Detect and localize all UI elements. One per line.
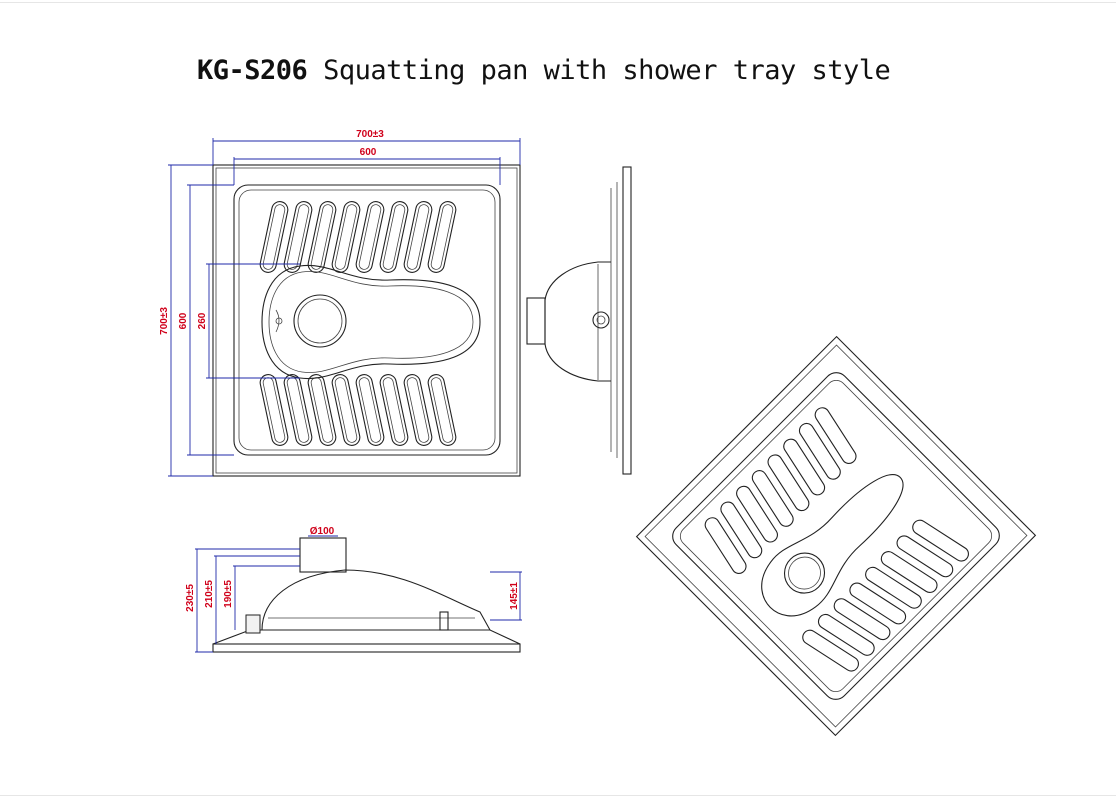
iso-groove <box>849 582 907 625</box>
isometric-view <box>635 335 1037 737</box>
outlet-pipe-section <box>299 537 347 573</box>
inlet-nut <box>245 614 261 634</box>
iso-groove <box>896 535 954 578</box>
pan-basin <box>261 264 481 380</box>
groove <box>379 201 409 273</box>
section-view: Ø100 230±5 210±5 190±5 145±1 <box>185 526 522 653</box>
drain-hole-inner <box>297 298 343 344</box>
iso-groove <box>736 485 778 543</box>
groove <box>283 201 313 273</box>
iso-groove <box>783 438 826 496</box>
groove <box>427 201 457 273</box>
groove-inner <box>358 204 382 270</box>
iso-groove <box>798 422 841 480</box>
top-view: 700±3 600 700±3 600 260 <box>159 129 521 477</box>
iso-groove <box>912 519 969 562</box>
iso-groove <box>751 470 794 527</box>
groove <box>331 374 361 446</box>
bowl-side-profile <box>544 261 611 382</box>
drain-hole <box>293 294 347 348</box>
groove-inner <box>334 204 358 270</box>
drawing-title: KG-S206 Squatting pan with shower tray s… <box>197 55 891 86</box>
iso-groove <box>802 629 859 672</box>
groove-inner <box>430 377 454 443</box>
groove <box>283 374 313 446</box>
iso-groove <box>880 551 938 593</box>
groove <box>379 374 409 446</box>
side-view <box>526 166 632 475</box>
iso-tray-inner <box>644 344 1028 728</box>
grooves-top <box>259 201 457 273</box>
iso-drain-hole-inner <box>788 556 821 590</box>
groove <box>355 374 385 446</box>
model-description: Squatting pan with shower tray style <box>323 55 891 86</box>
iso-groove <box>833 598 891 641</box>
dim-inner-height: 600 <box>178 312 189 329</box>
groove <box>259 201 289 273</box>
tray-base-section <box>212 643 521 653</box>
groove <box>307 374 337 446</box>
rim-section <box>212 629 521 645</box>
inlet-point <box>275 317 283 325</box>
iso-drain-hole <box>783 552 826 594</box>
iso-groove <box>817 613 875 656</box>
groove-inner <box>382 204 406 270</box>
inlet-fitting-inner <box>596 315 606 325</box>
iso-groove <box>767 454 810 512</box>
groove <box>355 201 385 273</box>
dim-rim-height: 145±1 <box>509 582 520 610</box>
iso-pan-rim <box>672 372 1000 700</box>
groove-inner <box>310 204 334 270</box>
groove-inner <box>262 204 286 270</box>
model-code: KG-S206 <box>197 55 308 86</box>
iso-tray-outer <box>635 335 1037 737</box>
tray-outer-edge <box>212 164 521 477</box>
bracket <box>439 611 449 631</box>
groove-inner <box>406 204 430 270</box>
outlet-pipe-side <box>526 297 546 345</box>
dim-outlet-diameter: Ø100 <box>310 526 335 537</box>
dim-overall-height: 700±3 <box>159 307 170 335</box>
flush-inlet <box>275 309 280 333</box>
groove <box>427 374 457 446</box>
pan-rim <box>233 184 501 456</box>
dim-total-height: 230±5 <box>185 584 196 612</box>
tray-edge-side <box>622 166 632 475</box>
groove-inner <box>286 204 310 270</box>
bowl-section <box>261 569 491 631</box>
grooves-bottom <box>259 374 457 446</box>
groove-inner <box>382 377 406 443</box>
dim-overall-width: 700±3 <box>356 129 384 140</box>
dim-height-2: 210±5 <box>204 580 215 608</box>
iso-groove <box>720 501 763 559</box>
dim-height-3: 190±5 <box>223 580 234 608</box>
groove-inner <box>358 377 382 443</box>
groove-inner <box>430 204 454 270</box>
groove-inner <box>334 377 358 443</box>
groove <box>307 201 337 273</box>
iso-grooves-bottom <box>802 519 969 672</box>
frame-bottom-rule <box>0 795 1116 796</box>
iso-groove <box>704 517 747 574</box>
dim-inner-width: 600 <box>360 147 377 158</box>
pan-basin-inner <box>268 271 474 373</box>
groove-inner <box>406 377 430 443</box>
dim-pan-depth: 260 <box>197 312 208 329</box>
iso-grooves-top <box>704 407 857 574</box>
pan-rim-inner <box>238 189 496 451</box>
tray-inner-edge <box>215 167 518 474</box>
groove <box>403 374 433 446</box>
groove <box>259 374 289 446</box>
inlet-fitting <box>592 311 610 329</box>
iso-pan-rim-inner <box>679 379 993 693</box>
iso-pan-basin <box>761 474 904 617</box>
frame-top-rule <box>0 2 1116 3</box>
groove <box>403 201 433 273</box>
groove <box>331 201 361 273</box>
iso-groove <box>865 566 922 609</box>
iso-groove <box>814 407 857 464</box>
